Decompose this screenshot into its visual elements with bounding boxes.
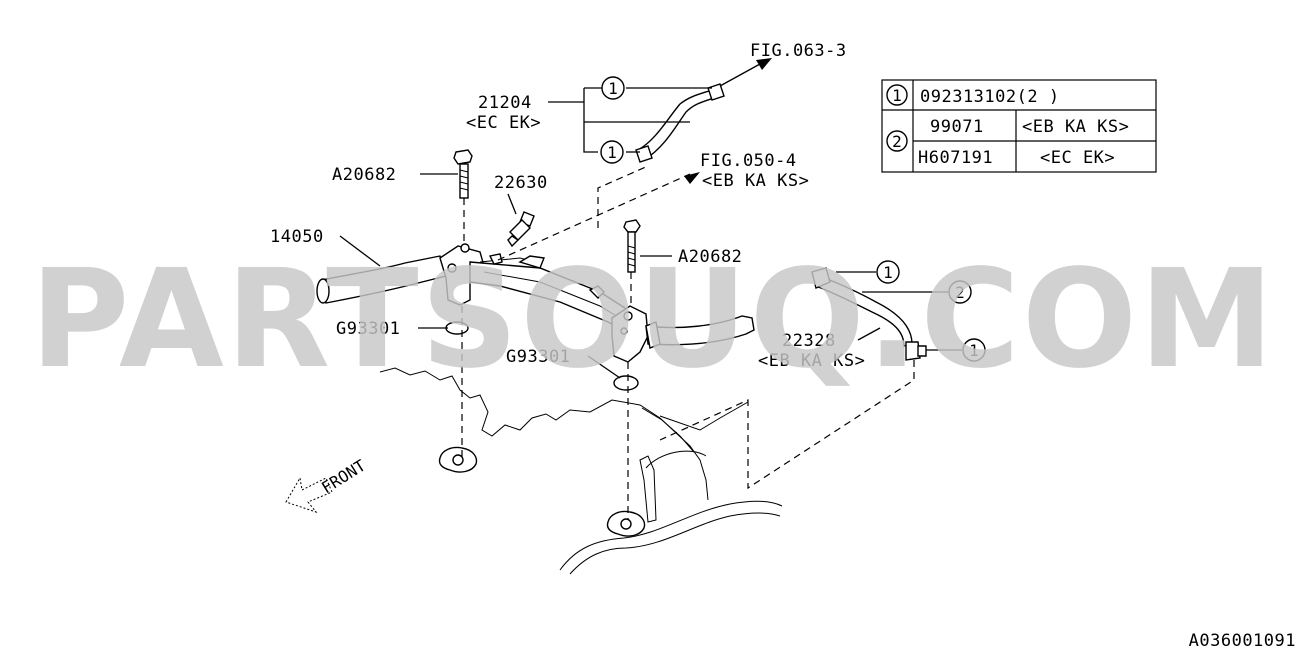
marker-1-22328-bottom[interactable]: 1	[962, 338, 986, 362]
watermark-text: PARTSOUQ.COM	[30, 241, 1276, 399]
part-label-a20682-top[interactable]: A20682	[332, 165, 396, 185]
part-label-21204[interactable]: 21204	[478, 93, 532, 113]
arrow-fig-063	[719, 58, 772, 87]
svg-text:1: 1	[892, 86, 902, 105]
marker-1-hose-bottom[interactable]: 1	[600, 140, 624, 164]
part-label-g93301-left[interactable]: G93301	[336, 319, 400, 339]
marker-text: 1	[883, 263, 893, 282]
legend-part-h607191[interactable]: H607191	[918, 148, 993, 168]
marker-1-22328-top[interactable]: 1	[876, 260, 900, 284]
marker-text: 1	[969, 341, 979, 360]
legend-part-99071[interactable]: 99071	[930, 117, 984, 137]
front-arrow-icon	[285, 476, 333, 514]
spec-label-21204: <EC EK>	[466, 113, 541, 133]
legend-spec-99071: <EB KA KS>	[1022, 117, 1129, 137]
svg-text:2: 2	[892, 132, 902, 151]
legend-table: 1 092313102(2 ) 2 99071 <EB KA KS> H6071…	[881, 79, 1157, 173]
marker-text: 1	[607, 143, 617, 162]
legend-marker-2: 2	[886, 130, 908, 152]
spec-label-fig-050: <EB KA KS>	[702, 171, 809, 191]
leader-lines	[339, 87, 962, 379]
hose-22328[interactable]	[811, 267, 927, 361]
front-label: FRONT	[318, 456, 369, 498]
spec-label-22328: <EB KA KS>	[758, 351, 865, 371]
sensor-22630[interactable]	[507, 211, 535, 248]
part-label-22328[interactable]: 22328	[782, 331, 836, 351]
diagram-id: A036001091	[1189, 631, 1296, 651]
part-label-22630[interactable]: 22630	[494, 173, 548, 193]
assembly-lines	[461, 165, 915, 520]
gasket-g93301-right[interactable]	[613, 375, 639, 391]
water-pipe-14050[interactable]	[316, 243, 755, 363]
marker-text: 1	[608, 79, 618, 98]
marker-2-22328[interactable]: 2	[948, 280, 972, 304]
part-label-14050[interactable]: 14050	[270, 227, 324, 247]
legend-spec-h607191: <EC EK>	[1040, 148, 1115, 168]
bolt-a20682-right[interactable]	[623, 219, 641, 273]
legend-part-092313102[interactable]: 092313102(2 )	[920, 87, 1060, 107]
part-label-a20682-right[interactable]: A20682	[678, 247, 742, 267]
legend-marker-1: 1	[886, 84, 908, 106]
arrow-fig-050	[684, 172, 700, 184]
lower-pipe	[559, 450, 783, 575]
mount-flange-right	[606, 510, 646, 537]
bolt-a20682-top[interactable]	[453, 149, 473, 199]
fig-050-4-link[interactable]: FIG.050-4	[700, 151, 797, 171]
marker-1-hose-top[interactable]: 1	[601, 76, 625, 100]
marker-text: 2	[955, 283, 965, 302]
mount-flange-left	[438, 446, 478, 473]
engine-outline	[379, 367, 749, 501]
fig-063-3-link[interactable]: FIG.063-3	[750, 41, 847, 61]
part-label-g93301-right[interactable]: G93301	[506, 347, 570, 367]
